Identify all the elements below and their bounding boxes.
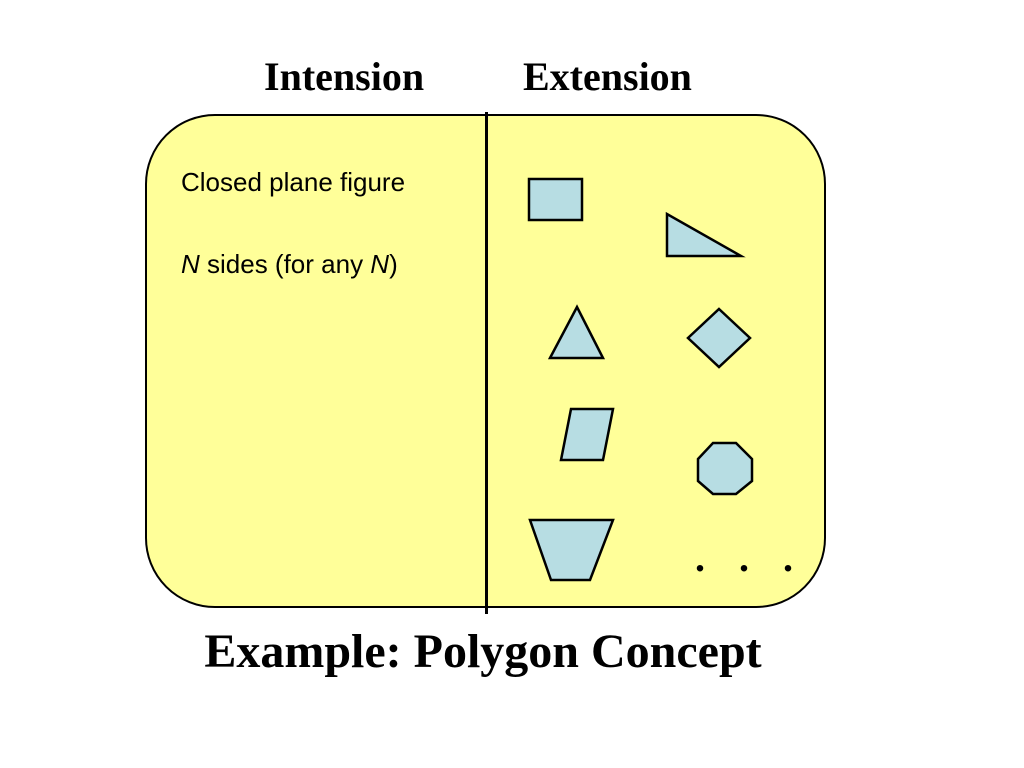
- variable-n: N: [181, 249, 200, 279]
- diamond-shape: [686, 307, 752, 369]
- variable-n: N: [370, 249, 390, 279]
- property-text-end: ): [389, 249, 398, 279]
- extension-heading: Extension: [523, 54, 692, 99]
- rectangle-shape: [527, 177, 584, 222]
- trapezoid-shape: [528, 518, 615, 582]
- triangle-shape: [547, 304, 606, 360]
- right-triangle-shape: [665, 211, 746, 258]
- panel-divider: [485, 112, 488, 614]
- intension-property-closed-figure: Closed plane figure: [181, 167, 406, 197]
- parallelogram-shape: [559, 407, 615, 462]
- slide-caption: Example: Polygon Concept: [204, 625, 762, 678]
- octagon-shape: [696, 441, 754, 496]
- property-text: sides (for any: [199, 249, 371, 279]
- more-shapes-ellipsis: . . .: [695, 535, 805, 580]
- intension-heading: Intension: [264, 54, 425, 99]
- intension-property-n-sides: N sides (for any N): [181, 249, 398, 279]
